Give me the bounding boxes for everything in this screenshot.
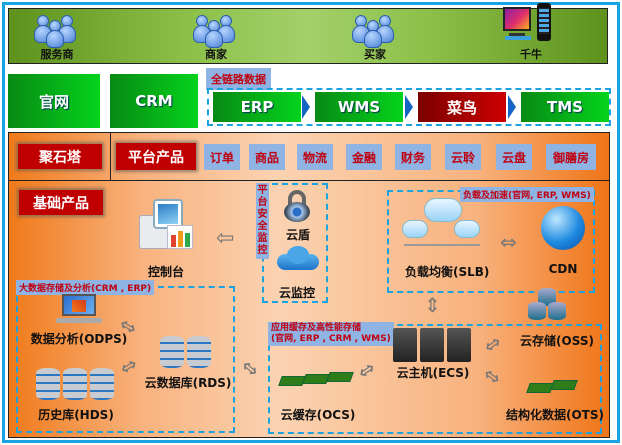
console-label: 控制台 bbox=[147, 265, 184, 279]
actor-label: 买家 bbox=[364, 48, 386, 61]
platform-item-yunling[interactable]: 云聆 bbox=[445, 144, 481, 170]
server-icon bbox=[393, 328, 473, 364]
slb-group-tag: 负载及加速(官网, ERP, WMS) bbox=[460, 187, 594, 202]
yunjiankong-label: 云监控 bbox=[278, 286, 315, 300]
divider bbox=[9, 180, 609, 181]
monitor-phone-icon bbox=[491, 3, 571, 45]
actor-service-provider[interactable]: 服务商 bbox=[17, 11, 97, 62]
database-icon bbox=[160, 336, 214, 370]
guanwang-box[interactable]: 官网 bbox=[8, 74, 100, 128]
storage-icon bbox=[528, 288, 568, 322]
app-storage-tag: 应用缓存及高性能存储(官网, ERP , CRM , WMS) bbox=[268, 322, 394, 346]
arrow-left-icon: ⇦ bbox=[216, 226, 235, 251]
actor-label: 服务商 bbox=[40, 48, 74, 61]
erp-box[interactable]: ERP bbox=[213, 92, 301, 122]
actor-label: 千牛 bbox=[520, 48, 542, 61]
slb-label: 负载均衡(SLB) bbox=[405, 265, 490, 279]
wms-box[interactable]: WMS bbox=[315, 92, 403, 122]
app-storage-group bbox=[268, 324, 602, 434]
lock-icon bbox=[284, 190, 310, 222]
globe-icon bbox=[541, 206, 585, 250]
platform-item-accounting[interactable]: 财务 bbox=[395, 144, 431, 170]
people-icon bbox=[352, 11, 397, 48]
phone-icon bbox=[537, 3, 551, 41]
double-arrow-icon: ⇔ bbox=[500, 230, 517, 254]
console-icon bbox=[139, 197, 195, 251]
vertical-arrow-icon: ⇕ bbox=[424, 293, 441, 317]
actor-qianniu[interactable]: 千牛 bbox=[491, 3, 571, 62]
ots-label: 结构化数据(OTS) bbox=[506, 408, 604, 422]
cainiao-box[interactable]: 菜鸟 bbox=[418, 92, 506, 122]
tms-box[interactable]: TMS bbox=[521, 92, 609, 122]
cdn-label: CDN bbox=[548, 262, 578, 276]
actor-label: 商家 bbox=[205, 48, 227, 61]
oss-label: 云存储(OSS) bbox=[520, 334, 594, 348]
load-balancer-icon bbox=[402, 198, 484, 256]
security-monitoring-tag: 平台安全监控 bbox=[256, 183, 269, 259]
platform-item-finance[interactable]: 金融 bbox=[346, 144, 382, 170]
yundun-label: 云盾 bbox=[285, 228, 310, 242]
platform-item-yunpan[interactable]: 云盘 bbox=[496, 144, 532, 170]
crm-box[interactable]: CRM bbox=[110, 74, 198, 128]
bigdata-group-tag: 大数据存储及分析(CRM , ERP) bbox=[16, 280, 155, 295]
chevron-right-icon bbox=[508, 95, 516, 119]
odps-label: 数据分析(ODPS) bbox=[30, 332, 128, 346]
actor-merchant[interactable]: 商家 bbox=[176, 11, 256, 62]
database-icon bbox=[36, 368, 116, 402]
divider bbox=[110, 133, 111, 180]
ocs-label: 云缓存(OCS) bbox=[280, 408, 356, 422]
platform-item-orders[interactable]: 订单 bbox=[204, 144, 240, 170]
rds-label: 云数据库(RDS) bbox=[144, 376, 232, 390]
memory-icon bbox=[278, 372, 354, 390]
platform-item-yushanfang[interactable]: 御膳房 bbox=[546, 144, 596, 170]
actor-buyer[interactable]: 买家 bbox=[335, 11, 415, 62]
laptop-analytics-icon bbox=[56, 294, 102, 324]
platform-item-logistics[interactable]: 物流 bbox=[297, 144, 333, 170]
full-chain-data-tag: 全链路数据 bbox=[206, 68, 271, 90]
base-products-title: 基础产品 bbox=[19, 190, 103, 215]
ecs-label: 云主机(ECS) bbox=[396, 366, 470, 380]
actors-band: 服务商 商家 买家 千牛 bbox=[8, 3, 608, 64]
people-icon bbox=[193, 11, 238, 48]
cloud-monitor-icon bbox=[277, 246, 319, 270]
platform-products-title: 平台产品 bbox=[116, 143, 196, 170]
people-icon bbox=[34, 11, 79, 48]
monitor-icon bbox=[503, 7, 531, 31]
chevron-right-icon bbox=[405, 95, 413, 119]
hds-label: 历史库(HDS) bbox=[38, 408, 114, 422]
platform-item-goods[interactable]: 商品 bbox=[249, 144, 285, 170]
full-chain-group bbox=[207, 88, 611, 126]
memory-icon bbox=[526, 380, 578, 396]
jushita-label: 聚石塔 bbox=[18, 144, 102, 169]
chevron-right-icon bbox=[302, 95, 310, 119]
